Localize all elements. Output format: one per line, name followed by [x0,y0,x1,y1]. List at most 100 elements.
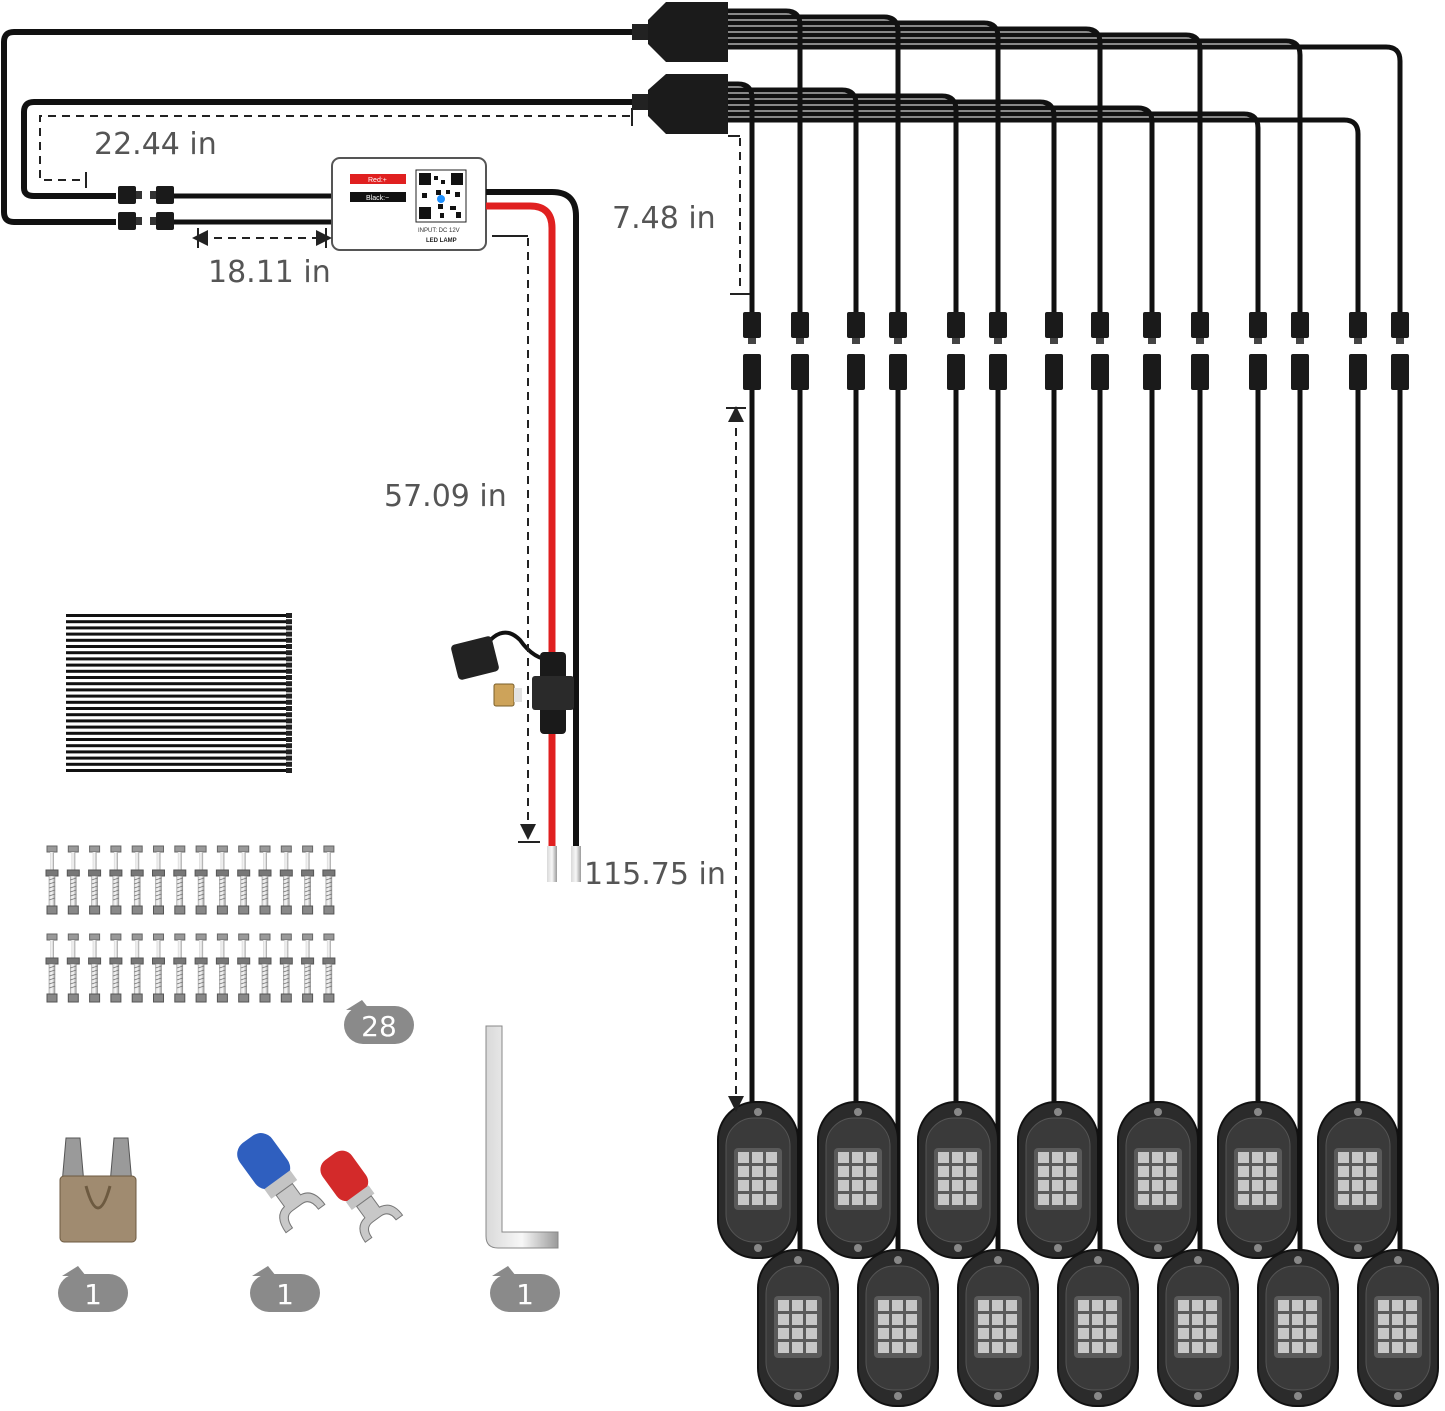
screw [258,845,272,915]
rock-light-pod [1257,1249,1339,1407]
screw [301,933,315,1003]
branch-wire [728,44,1403,312]
rock-light-pod [1217,1101,1299,1259]
screw [109,933,123,1003]
screw [66,933,80,1003]
black-terminal-label: Black:− [366,195,389,202]
branch-connector-female [743,354,761,390]
branch-wire [728,87,859,312]
branch-connector-female [847,354,865,390]
connector-pin [1148,338,1156,344]
zip-tie [66,762,290,766]
qr-code-icon [415,169,467,223]
dimension-label-18-11: 18.11 in [208,255,331,290]
zip-tie-head [286,749,292,755]
screw [88,933,102,1003]
zip-tie-head [286,675,292,680]
zip-tie-head [286,737,292,742]
rock-light-pod [1017,1101,1099,1259]
branch-connector-female [1249,354,1267,390]
input-rating-label: INPUT: DC 12V [418,228,460,234]
connector-pin [894,338,902,344]
zip-tie-head [286,768,292,773]
zip-tie-head [286,743,292,749]
branch-wire [728,111,1261,312]
zip-tie [66,725,290,729]
qty-hex-key-label: 1 [516,1278,534,1311]
dimension-hub-to-module: 22.44 in [39,108,633,188]
connector-pin [852,338,860,344]
branch-wire [728,38,1303,312]
zip-tie [66,769,290,772]
rock-light-pod [717,1101,799,1259]
rock-light-pod [957,1249,1039,1407]
zip-tie-head [286,712,292,718]
zip-tie-head [286,650,292,656]
zip-tie-head [286,730,292,736]
screw [322,933,336,1003]
branch-connector-female [947,354,965,390]
zip-tie-head [286,706,292,711]
branch-connector-female [1291,354,1309,390]
screw [215,933,229,1003]
screw [173,933,187,1003]
zip-tie [66,638,290,642]
connector-pin [952,338,960,344]
branch-connector-female [1349,354,1367,390]
branch-connector-male [1143,312,1161,338]
branch-connector-male [791,312,809,338]
zip-tie [66,682,290,686]
branch-connector-male [1291,312,1309,338]
zip-tie-head [286,644,292,649]
splitter-hub-bottom [632,74,728,134]
product-label: LED LAMP [426,238,457,244]
zip-tie [66,614,290,617]
screw [237,845,251,915]
branch-connector-male [847,312,865,338]
zip-tie [66,657,290,661]
zip-tie [66,676,290,679]
zip-tie [66,663,290,667]
screw [194,845,208,915]
spade-terminals-icon [237,1133,404,1243]
zip-tie [66,694,290,698]
zip-tie [66,744,290,748]
screw [194,933,208,1003]
branch-connector-male [989,312,1007,338]
connector-pin [994,338,1002,344]
connector-pin [1254,338,1262,344]
screw [88,845,102,915]
connector-pin [1296,338,1304,344]
screw [45,845,59,915]
zip-tie-head [286,699,292,705]
zip-tie-head [286,625,292,631]
branch-connector-female [1391,354,1409,390]
module-connectors [118,186,174,230]
branch-wire [728,117,1361,312]
zip-tie [66,620,290,624]
cable-ties [66,613,292,773]
rock-light-pod [1117,1101,1199,1259]
branch-wire [728,26,1103,312]
zip-tie [66,651,290,655]
branch-connector-female [1143,354,1161,390]
zip-tie-head [286,619,292,625]
connector-pin [1196,338,1204,344]
zip-tie-head [286,681,292,687]
zip-tie-head [286,631,292,637]
branch-wire [728,105,1155,312]
blade-fuse-icon [59,1137,137,1243]
zip-tie [66,756,290,760]
connector-pin [1050,338,1058,344]
screw [152,845,165,915]
branch-connector-female [1091,354,1109,390]
qty-screws-label: 28 [361,1010,397,1043]
dimension-label-22-44: 22.44 in [94,127,217,162]
qty-badge-fuse: 1 [58,1266,128,1312]
branch-connector-male [1391,312,1409,338]
connector-pin [1396,338,1404,344]
rock-light-pod [1057,1249,1139,1407]
hex-key-icon [485,1025,559,1249]
zip-tie-head [286,613,292,618]
